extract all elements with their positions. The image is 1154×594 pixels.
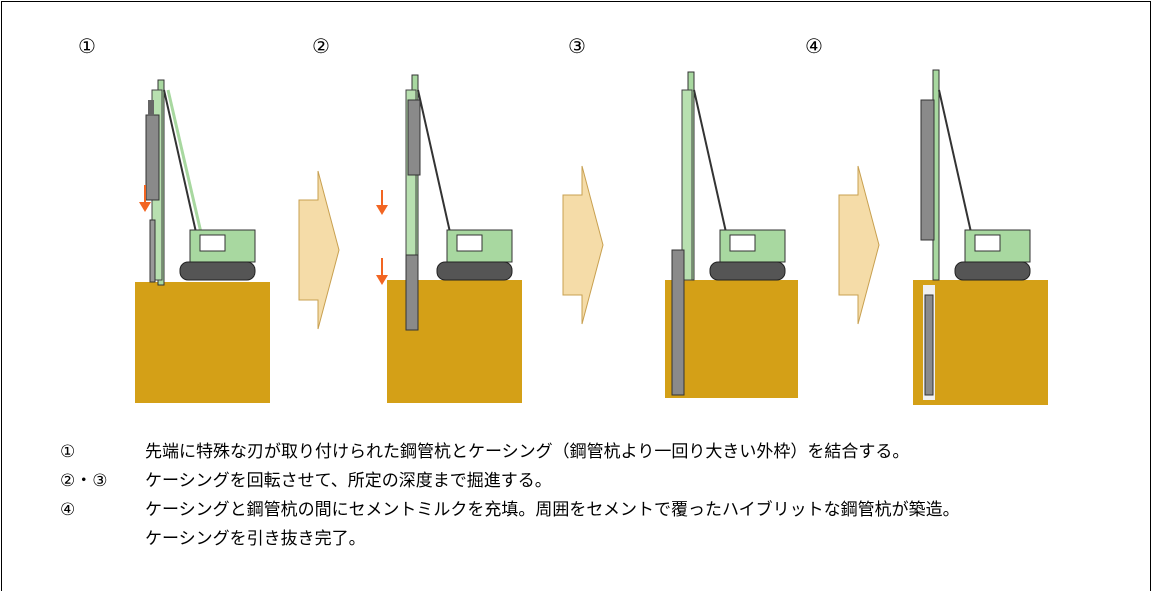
down-arrow-marker-upper [376,190,388,215]
scene-step-1 [135,79,270,403]
ground [135,282,270,403]
note-mark: ④ [60,500,76,520]
note-text: 先端に特殊な刃が取り付けられた鋼管杭とケーシング（鋼管杭より一回り大きい外枠）を… [145,442,910,462]
note-mark: ②・③ [60,471,108,491]
note-text: ケーシングを回転させて、所定の深度まで掘進する。 [145,471,552,491]
casing [145,114,160,201]
steel-pile [149,219,156,283]
crawler-track [954,261,1031,281]
down-arrow-marker-lower [376,258,388,285]
crawler-track [179,261,256,281]
step-number-3: ③ [568,34,586,58]
process-arrow-3 [838,165,880,325]
casing [671,249,685,396]
scene-step-4 [913,69,1048,405]
note-row-2: ②・③ ケーシングを回転させて、所定の深度まで掘進する。 [60,467,960,496]
casing [920,99,935,241]
note-text: ケーシングと鋼管杭の間にセメントミルクを充填。周囲をセメントで覆ったハイブリット… [145,500,960,520]
step-number-2: ② [312,34,330,58]
step-number-4: ④ [805,34,823,58]
crawler-track [436,261,513,281]
process-arrow-1 [298,170,340,330]
ground [665,280,798,398]
scene-step-2 [376,74,522,403]
note-row-3: ④ ケーシングと鋼管杭の間にセメントミルクを充填。周囲をセメントで覆ったハイブリ… [60,496,960,525]
step-notes: ① 先端に特殊な刃が取り付けられた鋼管杭とケーシング（鋼管杭より一回り大きい外枠… [60,438,960,554]
steel-pile [924,294,934,396]
down-arrow-marker [139,185,151,212]
crawler-track [709,261,786,281]
scene-step-3 [665,71,798,398]
ground [913,280,1048,405]
note-row-1: ① 先端に特殊な刃が取り付けられた鋼管杭とケーシング（鋼管杭より一回り大きい外枠… [60,438,960,467]
note-row-3-cont: ケーシングを引き抜き完了。 [60,525,960,554]
casing [407,99,421,176]
steel-pile [405,254,419,331]
step-number-1: ① [78,34,96,58]
note-mark: ① [60,442,76,462]
note-text: ケーシングを引き抜き完了。 [145,529,366,549]
process-arrow-2 [562,165,604,325]
